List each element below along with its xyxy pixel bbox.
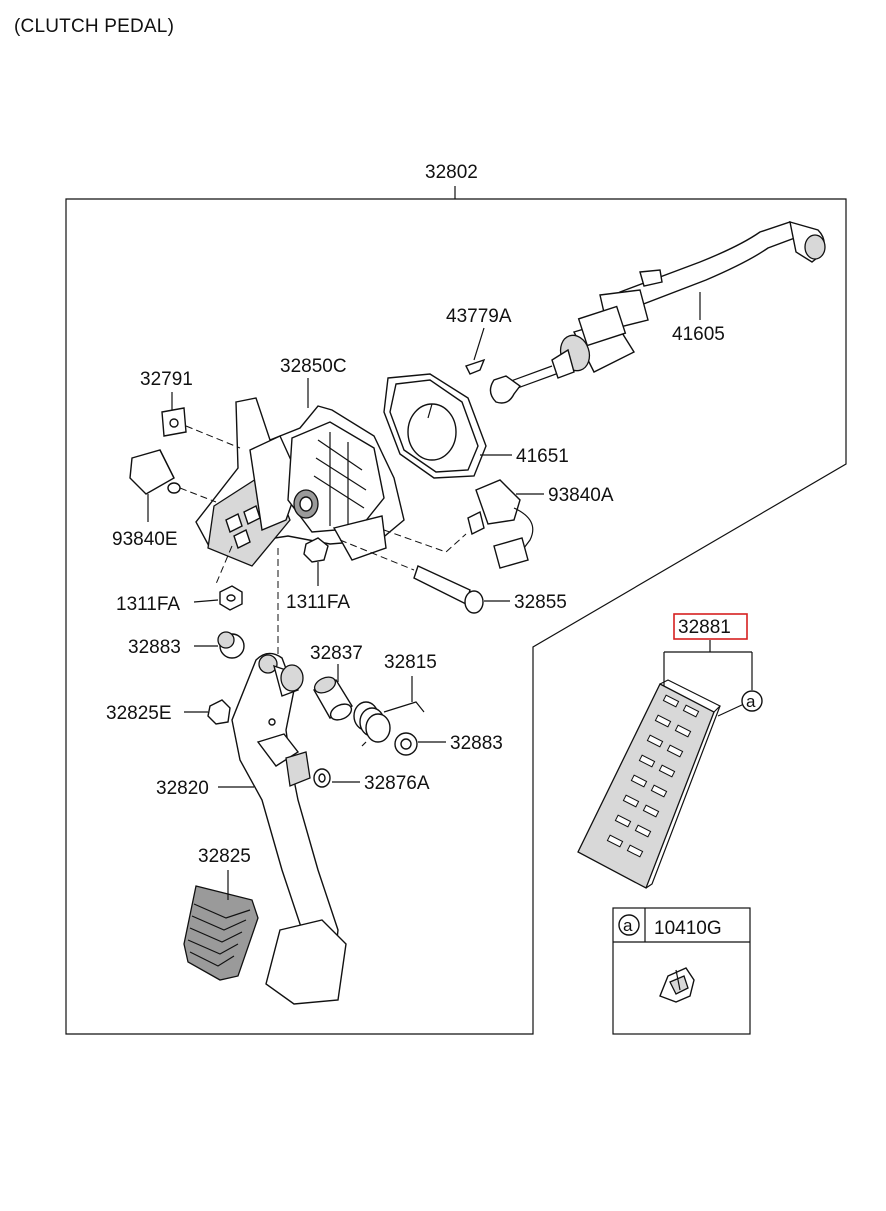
label-32881[interactable]: 32881: [678, 617, 731, 638]
switch-93840A[interactable]: [467, 479, 534, 569]
label-93840E[interactable]: 93840E: [112, 529, 178, 550]
label-43779A[interactable]: 43779A: [446, 306, 512, 327]
legend-marker-label: a: [623, 916, 633, 935]
bushing-32883-left[interactable]: [217, 631, 245, 659]
label-32815[interactable]: 32815: [384, 652, 437, 673]
ref-marker-label: a: [746, 692, 756, 711]
label-93840A[interactable]: 93840A: [548, 485, 614, 506]
label-32881-highlight: [673, 613, 748, 640]
clip-43779A[interactable]: [465, 327, 486, 375]
label-32850C[interactable]: 32850C: [280, 356, 347, 377]
label-32825E[interactable]: 32825E: [106, 703, 172, 724]
nut-1311FA-left[interactable]: [219, 585, 243, 611]
clip-10410G[interactable]: [659, 967, 695, 1003]
gasket-41651[interactable]: [383, 373, 487, 479]
clip-32825E[interactable]: [207, 699, 231, 725]
assembly-frame: [65, 198, 847, 1035]
label-32802[interactable]: 32802: [425, 162, 478, 183]
spring-32815[interactable]: [353, 701, 425, 747]
label-32883-right[interactable]: 32883: [450, 733, 503, 754]
bush-32876A[interactable]: [313, 768, 331, 788]
pedal-pad-32825[interactable]: [183, 885, 259, 981]
label-10410G[interactable]: 10410G: [654, 918, 722, 939]
bushing-32837[interactable]: [312, 674, 354, 723]
bushing-32883-right[interactable]: [394, 732, 418, 756]
legend-box: [612, 907, 751, 1035]
pin-32855[interactable]: [413, 565, 484, 614]
switch-93840E[interactable]: [129, 449, 181, 495]
pedal-bracket-32850C[interactable]: [195, 397, 405, 567]
label-32837[interactable]: 32837: [310, 643, 363, 664]
label-32883-left[interactable]: 32883: [128, 637, 181, 658]
label-41605[interactable]: 41605: [672, 324, 725, 345]
label-32876A[interactable]: 32876A: [364, 773, 430, 794]
label-32825[interactable]: 32825: [198, 846, 251, 867]
label-32791[interactable]: 32791: [140, 369, 193, 390]
nut-1311FA-mid[interactable]: [303, 537, 329, 563]
master-cylinder[interactable]: [489, 305, 636, 404]
ref-marker-circle: [741, 690, 763, 712]
pad-slots: [606, 694, 700, 858]
label-41651[interactable]: 41651: [516, 446, 569, 467]
label-32820[interactable]: 32820: [156, 778, 209, 799]
label-1311FA-mid[interactable]: 1311FA: [286, 592, 350, 613]
label-32855[interactable]: 32855: [514, 592, 567, 613]
clutch-hose-41605[interactable]: [599, 221, 826, 331]
accelerator-pad-32881[interactable]: [577, 679, 722, 889]
label-1311FA-left[interactable]: 1311FA: [116, 594, 180, 615]
pedal-arm-32820[interactable]: [231, 652, 347, 1005]
clip-32791[interactable]: [161, 407, 187, 437]
page-title: (CLUTCH PEDAL): [14, 16, 175, 37]
